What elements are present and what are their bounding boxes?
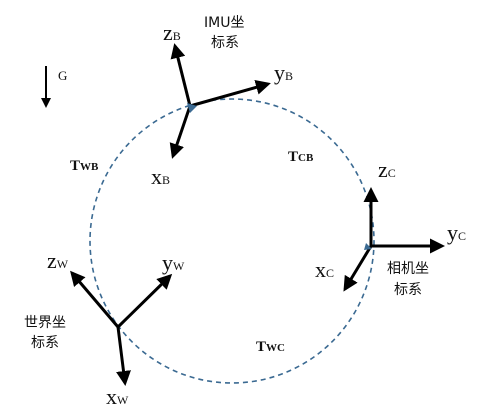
imu-z-label: zB — [163, 20, 181, 45]
camera-y-label: yC — [447, 220, 466, 245]
world-x-axis — [116, 326, 131, 386]
camera-x-axis — [343, 245, 373, 292]
imu-caption-line2: 标系 — [211, 35, 239, 51]
transform-wb-label: TWB — [70, 158, 99, 174]
world-frame: zW yW xW 世界坐 标系 — [24, 248, 185, 409]
gravity-label: G — [58, 68, 67, 83]
camera-caption-line1: 相机坐 — [387, 261, 429, 277]
camera-origin-marker — [364, 243, 372, 250]
imu-frame: zB yB xB IMU坐 标系 — [151, 15, 293, 189]
imu-y-label: yB — [274, 60, 293, 85]
imu-z-axis — [170, 43, 192, 107]
imu-y-axis — [189, 80, 271, 108]
world-caption-line2: 标系 — [31, 335, 59, 351]
world-y-axis — [116, 273, 173, 329]
imu-caption-line1: IMU坐 — [204, 15, 244, 31]
imu-origin-marker — [187, 103, 197, 113]
world-caption-line1: 世界坐 — [24, 315, 66, 331]
world-z-label: zW — [47, 248, 69, 273]
camera-z-label: zC — [378, 157, 396, 182]
camera-caption-line2: 标系 — [394, 282, 422, 298]
imu-x-axis — [169, 105, 192, 159]
gravity-indicator: G — [41, 66, 67, 108]
imu-x-label: xB — [151, 164, 170, 189]
transform-cb-label: TCB — [288, 149, 314, 165]
transform-wc-label: TWC — [256, 339, 285, 355]
camera-frame: zC yC xC 相机坐 标系 — [315, 157, 466, 298]
orbit-circle — [89, 98, 375, 384]
world-y-label: yW — [162, 250, 185, 275]
world-z-axis — [70, 270, 120, 328]
camera-x-label: xC — [315, 257, 334, 282]
world-x-label: xW — [106, 384, 129, 409]
